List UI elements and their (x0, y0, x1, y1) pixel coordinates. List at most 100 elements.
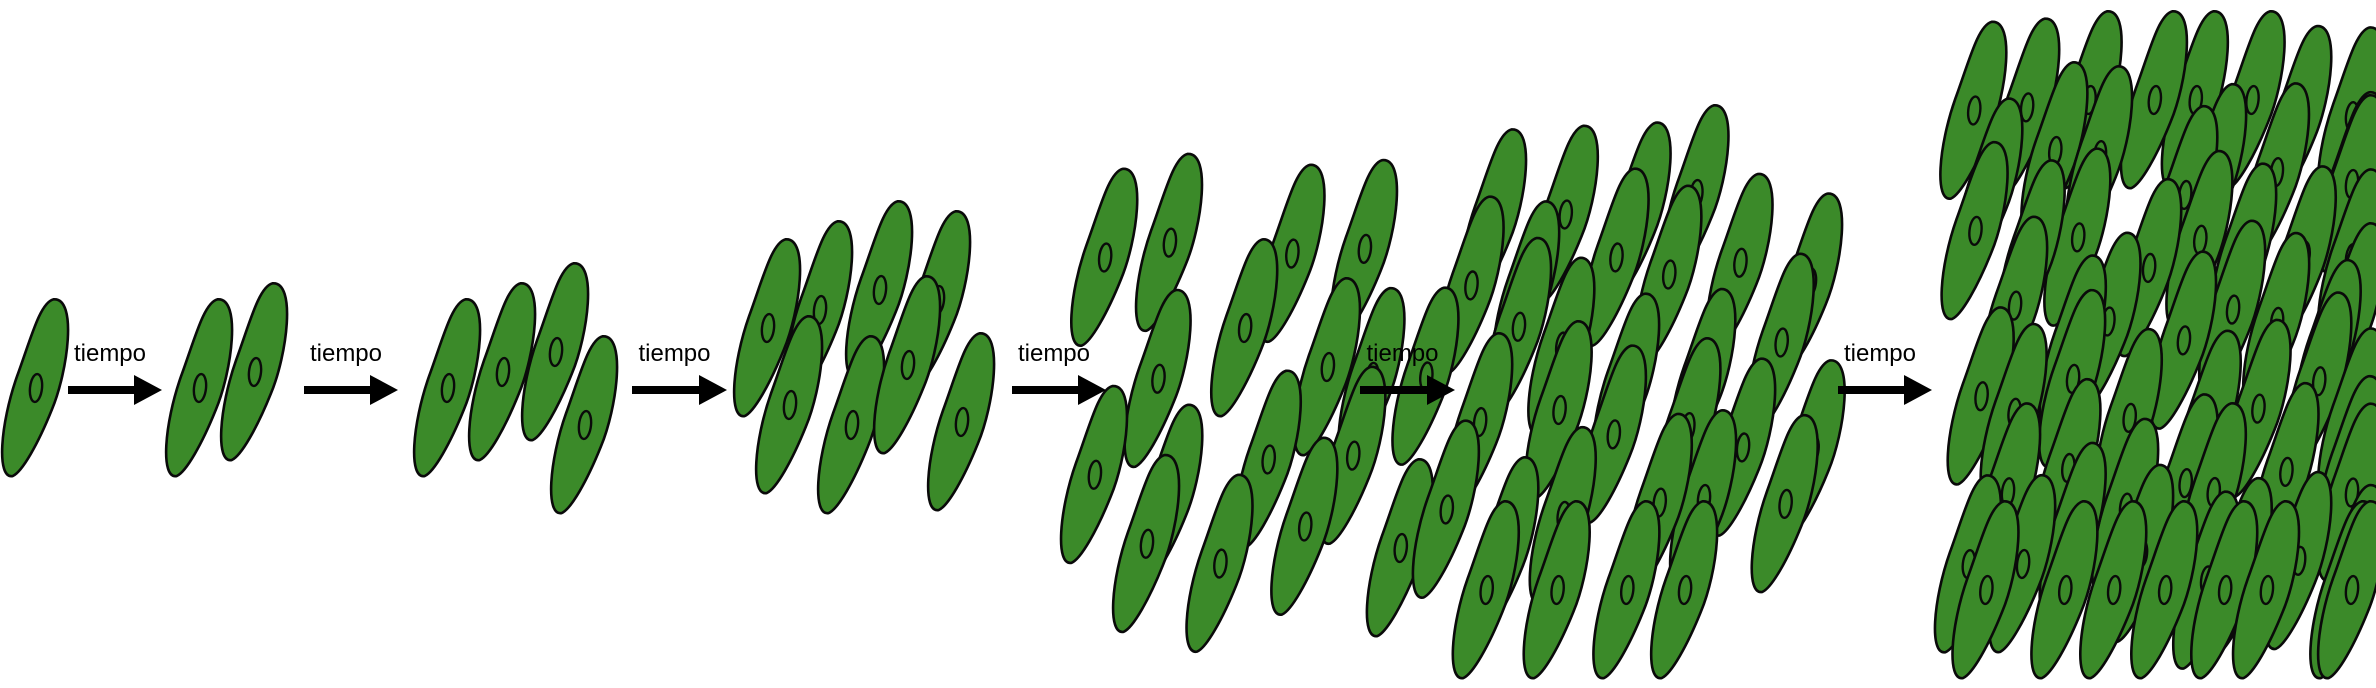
cell (1939, 20, 2008, 200)
cell-body (412, 298, 482, 478)
time-arrow-6: tiempo (1838, 340, 1932, 405)
cell-body (2079, 500, 2148, 680)
cell (1940, 140, 2009, 321)
cell-body (1318, 365, 1387, 545)
cell-body (926, 332, 996, 512)
arrow-label-tiempo: tiempo (74, 340, 146, 367)
arrow-label-tiempo: tiempo (1366, 340, 1438, 367)
cell (754, 315, 824, 495)
cell-nucleus (495, 356, 511, 388)
time-arrow-5: tiempo (1360, 340, 1455, 405)
cell-nucleus (1968, 215, 1983, 247)
cell (1451, 500, 1521, 680)
cell-body (549, 335, 619, 515)
cell (412, 298, 482, 478)
cell-body (1391, 286, 1460, 466)
cell-nucleus (900, 349, 916, 381)
arrow-head (134, 375, 162, 405)
arrow-label-tiempo: tiempo (1018, 340, 1090, 367)
cell (1185, 473, 1254, 653)
cell-body (164, 298, 234, 478)
arrow-head (1904, 375, 1932, 405)
cell-nucleus (2147, 84, 2163, 116)
cell (219, 282, 289, 462)
cell (1318, 365, 1387, 545)
cell-nucleus (1774, 327, 1790, 358)
cell-nucleus (1778, 488, 1793, 520)
cell-nucleus (28, 372, 44, 404)
cell (1581, 167, 1650, 347)
cell-nucleus (1661, 259, 1677, 290)
cell-nucleus (1393, 532, 1409, 564)
cell-body (2148, 250, 2218, 430)
cell-nucleus (1550, 574, 1565, 606)
cell-body (732, 238, 802, 418)
cell (520, 262, 590, 442)
time-arrow-2: tiempo (304, 340, 398, 405)
cell-nucleus (247, 356, 263, 388)
cell-body (520, 262, 590, 442)
cell-nucleus (1237, 312, 1253, 344)
cell-nucleus (1439, 494, 1455, 525)
arrow-head (1078, 375, 1106, 405)
cell-body (219, 282, 289, 462)
cell (1059, 384, 1129, 565)
cell-body (1209, 238, 1279, 418)
cell-nucleus (760, 312, 776, 344)
cell (2231, 500, 2301, 680)
cell-nucleus (577, 409, 593, 441)
cell-stages (0, 10, 2376, 680)
cell (1070, 167, 1139, 347)
time-arrow-3: tiempo (632, 340, 727, 405)
cell-body (1940, 140, 2009, 321)
cell (2030, 500, 2099, 680)
cell-body (2316, 500, 2376, 680)
cell-nucleus (2217, 574, 2233, 606)
cell-nucleus (844, 409, 860, 441)
cell-nucleus (2122, 402, 2138, 433)
cell-nucleus (1213, 548, 1228, 579)
cell (549, 335, 619, 515)
cell-body (2030, 500, 2099, 680)
cell-nucleus (2070, 222, 2086, 253)
cell-nucleus (2065, 363, 2081, 394)
cell-body (1592, 500, 1661, 680)
cell-body (1951, 500, 2020, 680)
cell-nucleus (1733, 247, 1748, 278)
cell-nucleus (2007, 290, 2023, 321)
cell-body (1059, 384, 1129, 565)
cell (2316, 500, 2376, 680)
cell (1123, 288, 1192, 469)
arrow-label-tiempo: tiempo (310, 340, 382, 367)
cell-nucleus (1606, 419, 1622, 450)
cell (1209, 238, 1279, 418)
cell-nucleus (2178, 467, 2194, 499)
cell (1951, 500, 2020, 680)
cell (2119, 10, 2189, 190)
cell-nucleus (2106, 574, 2122, 606)
cell-nucleus (1151, 363, 1166, 394)
cell-nucleus (2176, 325, 2192, 356)
cell-body (1750, 413, 1819, 594)
cell-body (1111, 453, 1181, 634)
cell-body (0, 298, 70, 478)
cell (1134, 152, 1204, 332)
cell-nucleus (2015, 548, 2031, 580)
arrow-label-tiempo: tiempo (638, 340, 710, 367)
cell-body (2043, 147, 2112, 327)
arrow-head (699, 375, 727, 405)
cell-nucleus (2019, 92, 2035, 123)
stage-5 (1059, 152, 1435, 653)
cell (0, 298, 70, 478)
cell-nucleus (1464, 270, 1479, 301)
arrow-label-tiempo: tiempo (1844, 340, 1916, 367)
time-arrows: tiempo tiempo tiempo tiempo tiempo tiempo (68, 340, 1932, 405)
cell (2148, 250, 2218, 430)
cell-nucleus (2057, 574, 2073, 606)
cell-nucleus (1345, 440, 1361, 471)
cell-body (2119, 10, 2189, 190)
cell (872, 275, 942, 455)
cell-nucleus (2157, 574, 2173, 606)
cell (1592, 500, 1661, 680)
